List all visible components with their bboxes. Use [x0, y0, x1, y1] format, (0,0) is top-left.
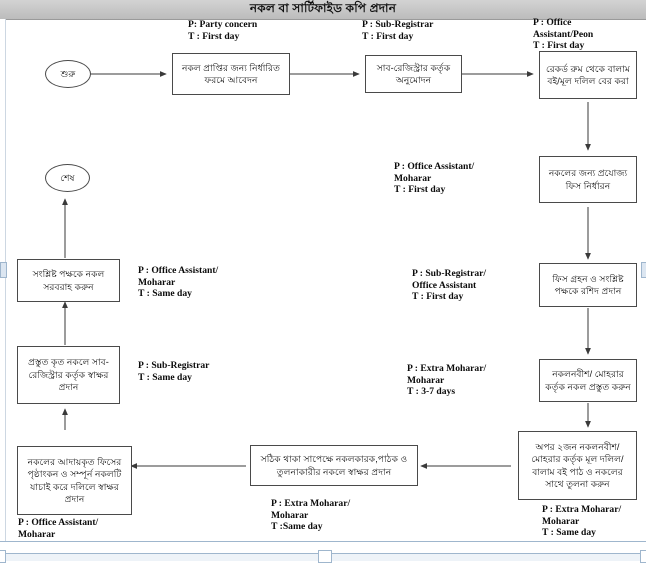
node-label: নকল প্রাপ্তির জন্য নির্ধারিত ফরমে আবেদন: [181, 62, 281, 86]
node-registrar-signature[interactable]: প্রস্তুত কৃত নকলে সাব-রেজিস্ট্রার কর্তৃক…: [17, 346, 120, 404]
node-label: সঠিক থাকা সাপেক্ষে নকলকারক,পাঠক ও তুলনাক…: [260, 454, 408, 477]
page-title: নকল বা সার্টিফাইড কপি প্রদান: [249, 0, 397, 15]
node-end-label: শেষ: [60, 172, 75, 183]
annotation-fee-receipt: P : Sub-Registrar/ Office Assistant T : …: [412, 268, 487, 303]
node-fee-endorsement-signature[interactable]: নকলের আদায়কৃত ফিসের পৃষ্ঠাংকন ও সম্পূর্…: [17, 446, 132, 515]
node-label: ফিস গ্রহন ও সংশ্লিষ্ট পক্ষকে রশিদ প্রদান: [552, 273, 624, 297]
node-deliver-copy[interactable]: সংশ্লিষ্ট পক্ষকে নকল সরবরাহ করুন: [17, 259, 120, 302]
scrollbar-right-cap[interactable]: [640, 550, 646, 563]
node-fee-receipt[interactable]: ফিস গ্রহন ও সংশ্লিষ্ট পক্ষকে রশিদ প্রদান: [539, 263, 637, 307]
page-left-margin: [0, 19, 6, 541]
title-bar: নকল বা সার্টিফাইড কপি প্রদান: [0, 0, 646, 20]
annotation-application-form: P: Party concern T : First day: [188, 19, 258, 42]
annotation-record-room-retrieval: P : Office Assistant/Peon T : First day: [533, 17, 594, 52]
node-label: নকলের আদায়কৃত ফিসের পৃষ্ঠাংকন ও সম্পূর্…: [27, 456, 122, 505]
node-end[interactable]: শেষ: [45, 164, 90, 192]
annotation-copy-preparation: P : Extra Moharar/ Moharar T : 3-7 days: [407, 363, 487, 398]
annotation-fee-determination: P : Office Assistant/ Moharar T : First …: [394, 161, 475, 196]
annotation-sub-registrar-approval: P : Sub-Registrar T : First day: [362, 19, 434, 42]
node-label: নকলনবীশ/ মোহরার কর্তৃক নকল প্রস্তুত করুন: [545, 369, 631, 392]
node-signatures-on-copy[interactable]: সঠিক থাকা সাপেক্ষে নকলকারক,পাঠক ও তুলনাক…: [250, 445, 418, 486]
node-label: নকলের জন্য প্রযোজ্য ফিস নির্ধারন: [548, 168, 628, 191]
annotation-signatures-on-copy: P : Extra Moharar/ Moharar T :Same day: [271, 498, 351, 533]
node-label: প্রস্তুত কৃত নকলে সাব-রেজিস্ট্রার কর্তৃক…: [28, 357, 109, 393]
scrollbar-thumb[interactable]: [318, 550, 332, 563]
right-margin-marker: [641, 262, 646, 278]
node-record-room-retrieval[interactable]: রেকর্ড রুম থেকে বালাম বই/মূল দলিল বের কর…: [539, 51, 637, 99]
annotation-registrar-signature: P : Sub-Registrar T : Same day: [138, 360, 210, 383]
left-margin-marker: [0, 262, 7, 278]
scrollbar-left-cap[interactable]: [0, 550, 6, 563]
node-start[interactable]: শুরু: [45, 60, 91, 88]
node-application-form[interactable]: নকল প্রাপ্তির জন্য নির্ধারিত ফরমে আবেদন: [172, 53, 290, 95]
flowchart-canvas: শুরু নকল প্রাপ্তির জন্য নির্ধারিত ফরমে আ…: [5, 17, 646, 551]
node-label: সংশ্লিষ্ট পক্ষকে নকল সরবরাহ করুন: [32, 269, 105, 292]
annotation-verification-comparison: P : Extra Moharar/ Moharar T : Same day: [542, 504, 622, 539]
node-sub-registrar-approval[interactable]: সাব-রেজিস্ট্রার কর্তৃক অনুমোদন: [365, 55, 462, 93]
node-label: অপর ২জন নকলনবীশ/ মোহরার কর্তৃক মূল দলিল/…: [531, 441, 624, 490]
node-verification-comparison[interactable]: অপর ২জন নকলনবীশ/ মোহরার কর্তৃক মূল দলিল/…: [518, 431, 637, 500]
node-label: সাব-রেজিস্ট্রার কর্তৃক অনুমোদন: [376, 62, 451, 86]
node-fee-determination[interactable]: নকলের জন্য প্রযোজ্য ফিস নির্ধারন: [539, 156, 637, 203]
node-start-label: শুরু: [60, 68, 76, 79]
node-copy-preparation[interactable]: নকলনবীশ/ মোহরার কর্তৃক নকল প্রস্তুত করুন: [539, 359, 637, 402]
node-label: রেকর্ড রুম থেকে বালাম বই/মূল দলিল বের কর…: [546, 63, 630, 87]
annotation-deliver-copy: P : Office Assistant/ Moharar T : Same d…: [138, 265, 219, 300]
